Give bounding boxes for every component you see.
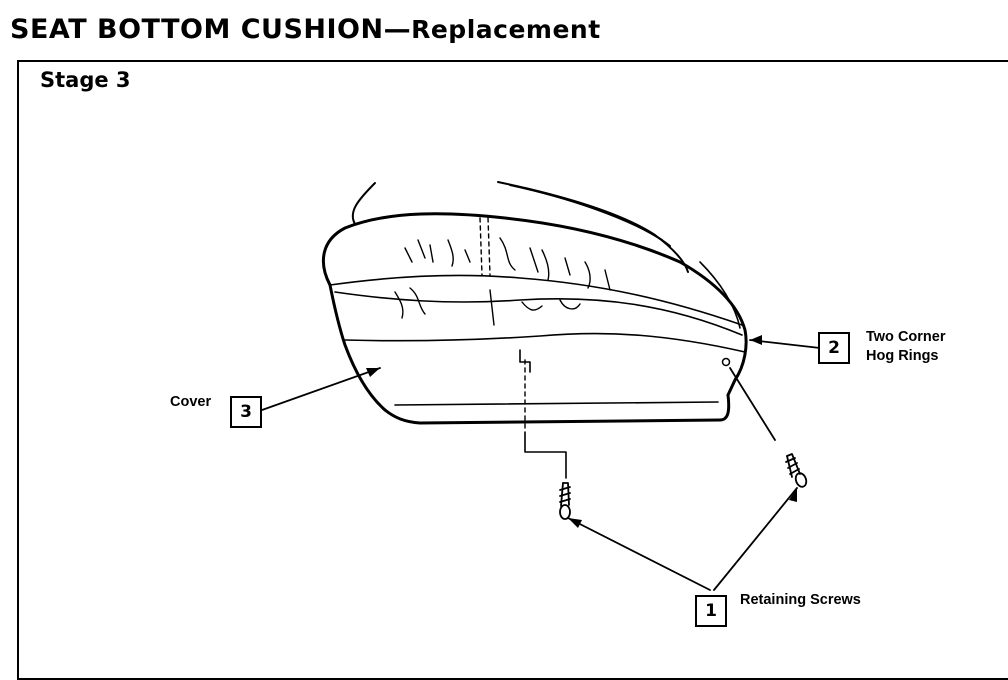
screw-left-icon <box>559 482 571 520</box>
hog-ring-icon <box>721 357 731 367</box>
seat-cushion-illustration <box>261 181 821 591</box>
page-title: SEAT BOTTOM CUSHION—Replacement <box>10 14 601 45</box>
leader-lines <box>261 339 821 591</box>
callout-box-3: 3 <box>230 396 262 428</box>
title-dash: — <box>383 14 412 45</box>
cover-wrinkles <box>394 237 611 326</box>
callout-label-cover: Cover <box>170 394 212 410</box>
cushion-outline <box>321 212 748 425</box>
callout-box-1: 1 <box>695 595 727 627</box>
callout-label-retaining-screws: Retaining Screws <box>740 592 861 608</box>
cover-seams <box>329 261 746 406</box>
callout-label-hog-rings-line1: Two Corner <box>866 329 946 345</box>
screw-right-icon <box>785 453 808 488</box>
title-main: SEAT BOTTOM CUSHION <box>10 14 384 45</box>
arrow-heads <box>366 335 797 528</box>
stage-heading: Stage 3 <box>40 68 131 92</box>
screw-bracket <box>519 349 567 479</box>
hidden-lines <box>479 217 526 433</box>
callout-label-hog-rings-line2: Hog Rings <box>866 348 939 364</box>
callout-box-2: 2 <box>818 332 850 364</box>
seat-back-edge <box>351 181 689 273</box>
title-sub: Replacement <box>411 15 601 44</box>
